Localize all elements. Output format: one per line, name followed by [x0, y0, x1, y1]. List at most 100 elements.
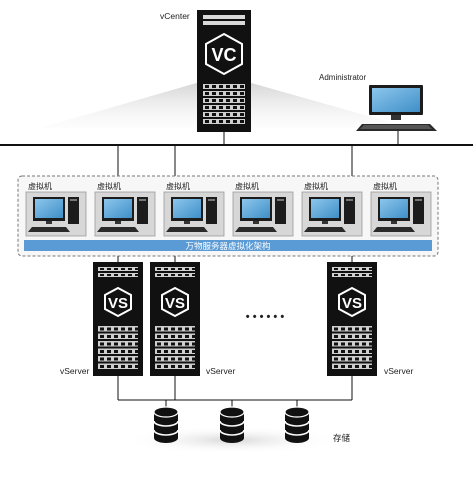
server-top-vent [157, 268, 161, 270]
vcenter-logo-text: VC [211, 45, 236, 65]
server-drive-vent [362, 365, 366, 368]
server-drive-vent [355, 335, 359, 338]
disk-band [219, 420, 245, 427]
vm-screen [104, 199, 132, 218]
vcenter-label: vCenter [160, 11, 190, 21]
administrator-workstation[interactable] [356, 85, 437, 131]
server-drive-vent [114, 357, 118, 361]
server-drive-vent [121, 327, 125, 331]
server-top-vent [341, 274, 345, 276]
server-drive-vent [114, 350, 118, 353]
vm-keyboard [304, 227, 346, 232]
server-drive-vent [171, 350, 175, 353]
server-drive-vent [348, 342, 352, 346]
vcenter-logo [205, 32, 243, 76]
server-drive-vent [334, 365, 338, 368]
server-drive-vent [334, 335, 338, 338]
server-drive-vent [114, 335, 118, 338]
architecture-banner [24, 240, 432, 251]
server-drive-vent [334, 342, 338, 346]
server-drive-vent [178, 357, 182, 361]
server-drive-vent [355, 342, 359, 346]
server-top-vent [185, 274, 189, 276]
server-drive-vent [341, 327, 345, 331]
server-drive-vent [164, 350, 168, 353]
server-drive-vent [135, 350, 139, 353]
disk-top [153, 406, 179, 418]
vcenter-server[interactable]: VC [197, 10, 251, 132]
server-drive-vent [107, 350, 111, 353]
server-drive-vent [192, 365, 196, 368]
server-drive-vent [135, 335, 139, 338]
server-drive-vent [100, 350, 104, 353]
server-drive-vent [107, 365, 111, 368]
vm-tower [137, 197, 148, 224]
server-drive-vent [192, 327, 196, 331]
server-drive-vent [128, 335, 132, 338]
vm-3[interactable]: 虚拟机 [163, 181, 225, 237]
server-drive-vent [355, 327, 359, 331]
server-drive-vent [157, 327, 161, 331]
server-drive-vent [348, 335, 352, 338]
server-drive-vent [341, 335, 345, 338]
vserver-1[interactable]: VS vServer [60, 262, 143, 376]
server-drive-vent [164, 365, 168, 368]
storage-disk-1[interactable] [153, 406, 179, 443]
server-drive-vent [128, 357, 132, 361]
server-drive-vent [157, 335, 161, 338]
vm-2[interactable]: 虚拟机 [94, 181, 156, 237]
server-drive-vent [157, 342, 161, 346]
storage-disk-3[interactable] [284, 406, 310, 443]
server-top-vent [185, 268, 189, 270]
server-drive-vent [369, 357, 373, 361]
vm-label: 虚拟机 [235, 181, 259, 191]
server-top-vent [128, 268, 132, 270]
vserver-logo-text: VS [108, 295, 128, 312]
vm-4[interactable]: 虚拟机 [232, 181, 294, 237]
server-top-vent [100, 268, 104, 270]
server-top-vent [171, 274, 175, 276]
server-drive-vent [341, 365, 345, 368]
vserver-label: vServer [60, 366, 89, 376]
server-drive-vent [107, 335, 111, 338]
server-drive-vent [362, 342, 366, 346]
architecture-banner-text: 万物服务器虚拟化架构 [185, 241, 270, 252]
server-drive-vent [114, 365, 118, 368]
vm-label: 虚拟机 [28, 181, 52, 191]
vm-keyboard [28, 227, 70, 232]
vm-stand [253, 221, 259, 224]
server-drive-vent [164, 335, 168, 338]
server-drive-vent [107, 357, 111, 361]
vm-label: 虚拟机 [373, 181, 397, 191]
server-drive-vent [164, 357, 168, 361]
vm-tower-slot [415, 199, 422, 201]
disk-top [219, 406, 245, 418]
vserver-label: vServer [384, 366, 413, 376]
vm-stand [184, 221, 190, 224]
storage-disk-2[interactable] [219, 406, 245, 443]
server-drive-vent [185, 335, 189, 338]
vm-tower [413, 197, 424, 224]
server-drive-vent [178, 335, 182, 338]
vm-5[interactable]: 虚拟机 [301, 181, 363, 237]
vm-1[interactable]: 虚拟机 [25, 181, 87, 237]
server-drive-vent [171, 327, 175, 331]
server-top-vent [128, 274, 132, 276]
ellipsis: • • • • • • [246, 311, 285, 323]
vm-tower [344, 197, 355, 224]
disk-base [154, 433, 178, 443]
server-drive-vent [157, 357, 161, 361]
server-drive-vent [100, 357, 104, 361]
server-top-vent [369, 274, 373, 276]
server-drive-vent [135, 327, 139, 331]
vm-screen [380, 199, 408, 218]
server-drive-vent [369, 342, 373, 346]
server-drive-vent [192, 357, 196, 361]
server-drive-vent [178, 342, 182, 346]
server-drive-vent [121, 342, 125, 346]
vm-6[interactable]: 虚拟机 [370, 181, 432, 237]
server-drive-vent [369, 335, 373, 338]
vm-label: 虚拟机 [97, 181, 121, 191]
